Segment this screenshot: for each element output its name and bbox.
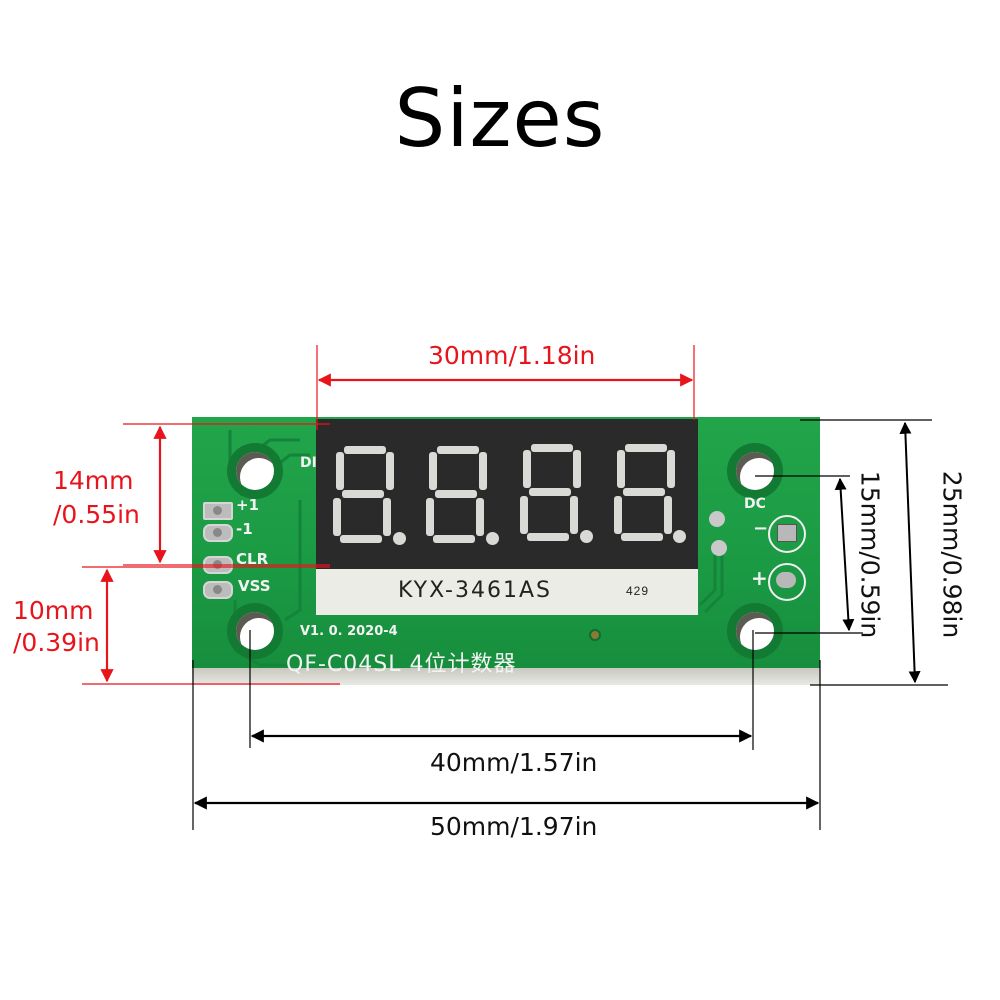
dim-lower-height-line1: 10mm [13,596,94,625]
dc-minus-pad [777,524,797,542]
dc-label: DC [744,496,766,512]
page-title: Sizes [394,72,606,165]
solder-joint-2 [711,540,727,556]
version-text: V1. 0. 2020-4 [300,624,398,639]
pin-label-vss: VSS [238,577,271,595]
dim-board-width: 50mm/1.97in [430,812,598,841]
dim-display-height-line2: /0.55in [53,500,140,529]
display-batch-text: 429 [626,584,650,598]
display-label-strip [316,569,698,615]
display-model-text: KYX-3461AS [398,578,552,603]
pcb-edge [192,668,820,685]
dim-hole-spacing-vertical: 15mm/0.59in [855,470,885,639]
dim-lower-height-line2: /0.39in [13,628,100,657]
pin-pad-plus1 [203,502,233,520]
digit-1 [333,446,406,546]
pin-label-minus1: -1 [236,520,253,538]
corner-label: DI [300,455,317,471]
solder-joint-1 [709,511,725,527]
dc-plus-pad [776,572,796,588]
board-model-text: QF-C04SL 4位计数器 [286,652,517,677]
dc-minus-pad-ring [768,515,806,553]
digit-4 [614,444,686,544]
pin-label-clr: CLR [236,550,269,568]
dim-display-width: 30mm/1.18in [428,341,596,370]
pin-label-plus1: +1 [236,496,260,514]
dc-minus-label: − [753,518,769,539]
digit-2 [426,446,499,546]
dim-board-height: 25mm/0.98in [937,470,967,639]
dc-plus-label: + [751,566,768,590]
mounting-hole-bottom-left [236,612,274,650]
mounting-hole-top-left [236,452,274,490]
pin-pad-minus1 [203,524,233,542]
mounting-hole-bottom-right [736,612,774,650]
pin-pad-vss [203,581,233,599]
dim-hole-spacing-horizontal: 40mm/1.57in [430,748,598,777]
digit-3 [520,444,593,544]
mounting-hole-top-right [736,452,774,490]
via-dot [589,629,601,641]
dim-display-height-line1: 14mm [53,466,134,495]
dc-plus-pad-ring [768,563,806,601]
